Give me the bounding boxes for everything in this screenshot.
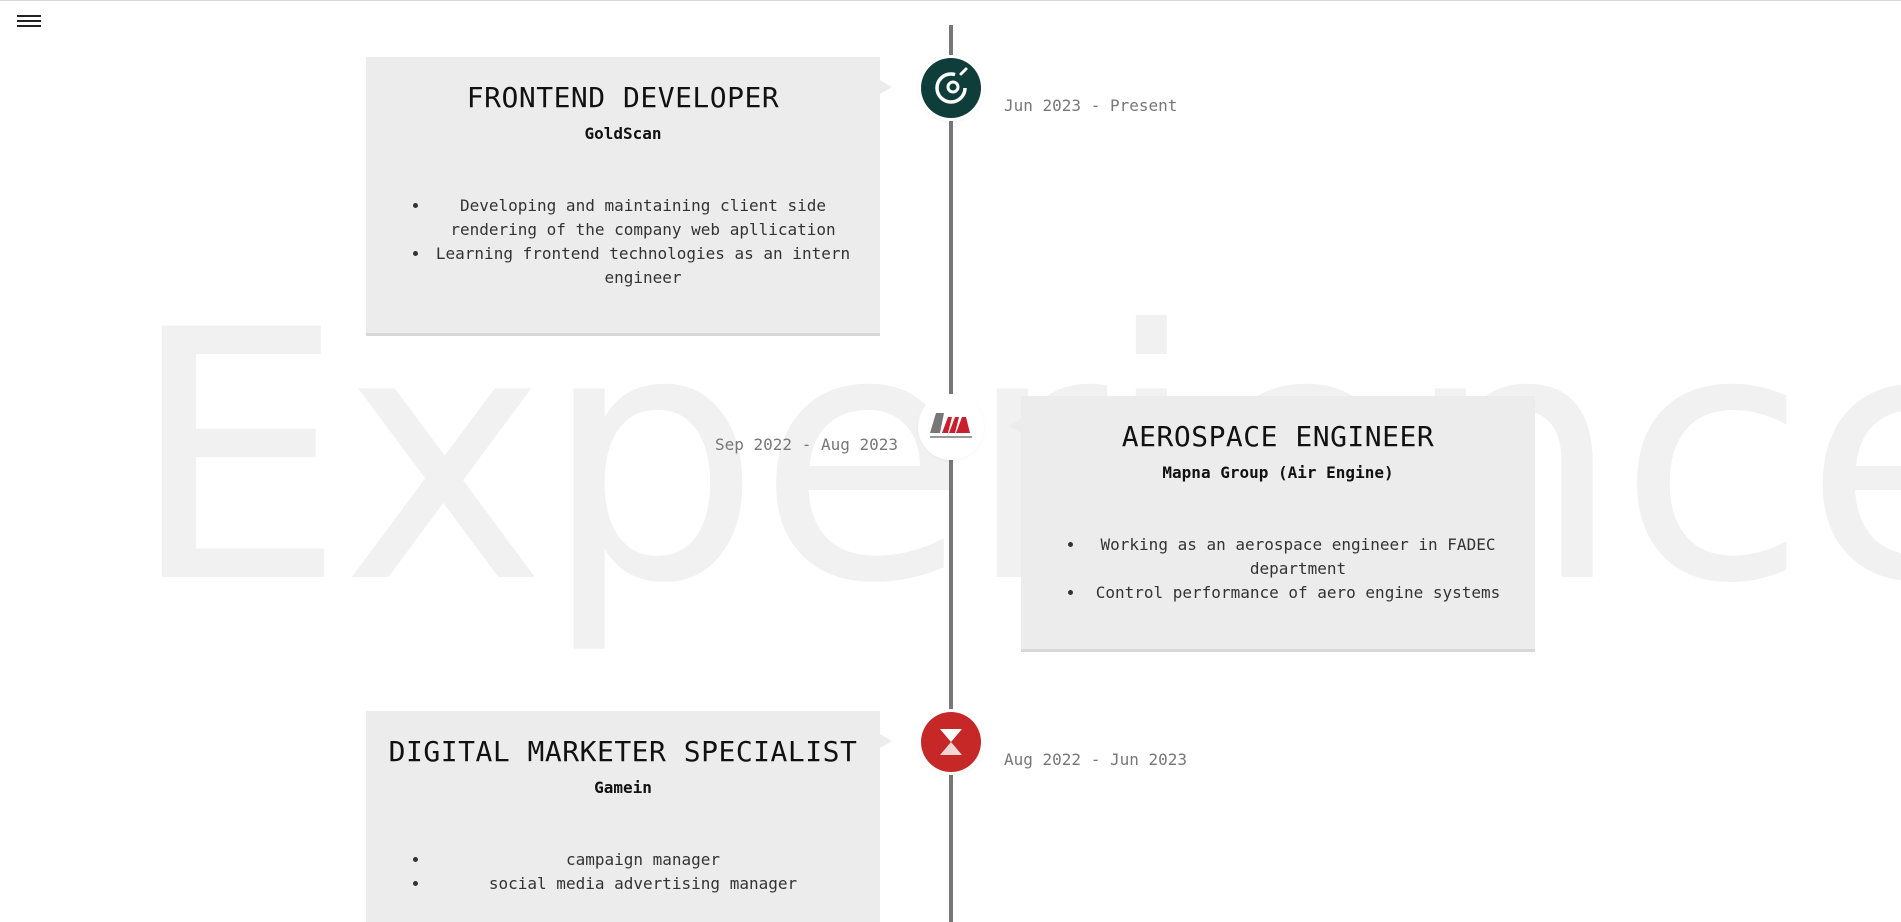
experience-card-mapna: AEROSPACE ENGINEER Mapna Group (Air Engi… [1009, 396, 1535, 649]
responsibilities-list: Developing and maintaining client side r… [366, 194, 880, 290]
date-range: Jun 2023 - Present [1004, 96, 1178, 115]
timeline-line [949, 25, 953, 922]
mapna-group-logo-icon [921, 397, 981, 457]
date-range: Aug 2022 - Jun 2023 [1004, 750, 1188, 769]
goldscan-logo-icon [921, 58, 981, 118]
list-item: campaign manager [430, 848, 852, 872]
responsibilities-list: Working as an aerospace engineer in FADE… [1021, 533, 1535, 605]
list-item: Control performance of aero engine syste… [1085, 581, 1507, 605]
company-name: Gamein [594, 778, 652, 797]
gamein-logo-icon [921, 712, 981, 772]
hamburger-menu-icon[interactable] [17, 15, 41, 31]
job-title: DIGITAL MARKETER SPECIALIST [388, 735, 858, 768]
date-range: Sep 2022 - Aug 2023 [715, 435, 899, 454]
list-item: Learning frontend technologies as an int… [430, 242, 852, 290]
job-title: AEROSPACE ENGINEER [1121, 420, 1435, 453]
list-item: Developing and maintaining client side r… [430, 194, 852, 242]
section-background-title: Experience [128, 258, 1901, 659]
experience-card-gamein: DIGITAL MARKETER SPECIALIST Gamein campa… [366, 711, 892, 922]
responsibilities-list: campaign manager social media advertisin… [366, 848, 880, 896]
company-name: Mapna Group (Air Engine) [1162, 463, 1394, 482]
company-name: GoldScan [584, 124, 662, 143]
job-title: FRONTEND DEVELOPER [466, 81, 780, 114]
experience-card-goldscan: FRONTEND DEVELOPER GoldScan Developing a… [366, 57, 892, 333]
list-item: social media advertising manager [430, 872, 852, 896]
list-item: Working as an aerospace engineer in FADE… [1085, 533, 1507, 581]
